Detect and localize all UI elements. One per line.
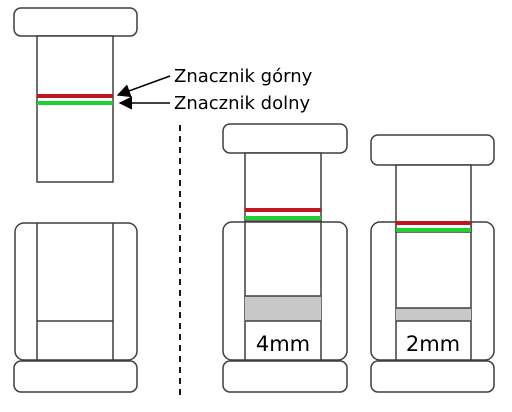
- arrow-marker-top: [116, 75, 171, 98]
- right-marker-top-line: [396, 221, 471, 225]
- right-spacer: [396, 308, 471, 321]
- middle-top-cap: [222, 123, 348, 154]
- right-top-cap: [370, 134, 495, 166]
- left-base: [13, 360, 138, 393]
- marker-callouts: Znacznik górny Znacznik dolny: [116, 66, 313, 114]
- right-assembly: 2mm: [370, 134, 495, 393]
- middle-assembly: 4mm: [222, 123, 348, 393]
- left-top-cap: [13, 7, 138, 37]
- middle-cylinder-body: [222, 221, 348, 361]
- label-gap-right: 2mm: [406, 332, 460, 356]
- label-marker-top: Znacznik górny: [174, 66, 313, 87]
- label-marker-bottom: Znacznik dolny: [174, 93, 311, 114]
- middle-marker-bottom-line: [245, 216, 321, 220]
- middle-spacer: [245, 296, 321, 321]
- right-plunger: [395, 164, 472, 233]
- left-cylinder-body: [14, 222, 138, 361]
- right-base: [370, 360, 495, 393]
- middle-base: [222, 360, 348, 393]
- left-marker-top-line: [37, 94, 113, 98]
- middle-marker-top-line: [245, 208, 321, 212]
- left-marker-bottom-line: [37, 101, 113, 105]
- left-plunger: [36, 35, 114, 183]
- right-marker-bottom-line: [396, 228, 471, 232]
- label-gap-middle: 4mm: [256, 332, 310, 356]
- left-assembly: [13, 7, 138, 393]
